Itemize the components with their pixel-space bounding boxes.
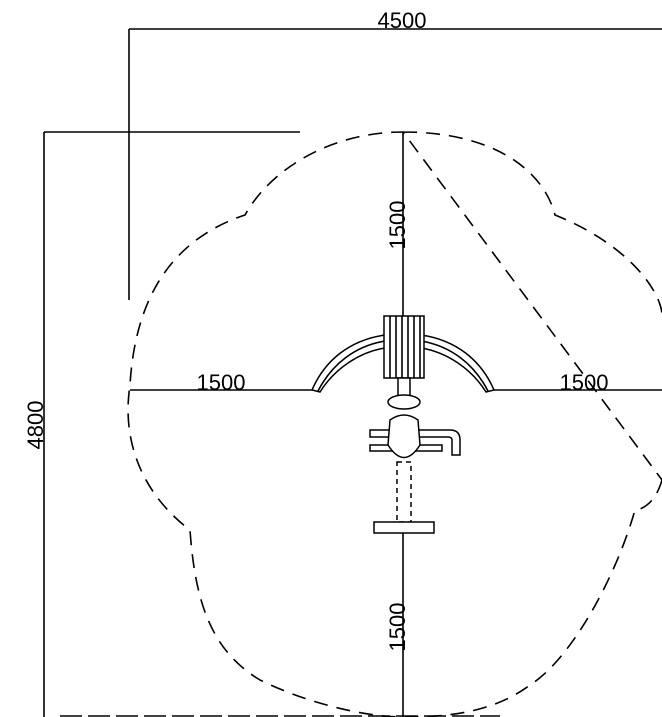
overall-height-dimension: 4800 bbox=[23, 131, 300, 717]
seat-disc bbox=[387, 394, 421, 410]
foot-column bbox=[396, 461, 412, 523]
radius-bottom-label: 1500 bbox=[385, 603, 410, 652]
radius-left-label: 1500 bbox=[197, 370, 246, 395]
overall-width-label: 4500 bbox=[378, 8, 427, 33]
safety-zone-outline bbox=[127, 131, 662, 717]
foot-plate bbox=[373, 521, 435, 534]
overall-width-dimension: 4500 bbox=[128, 8, 662, 300]
equipment-plan bbox=[310, 315, 496, 534]
overall-height-label: 4800 bbox=[23, 401, 48, 450]
left-arm bbox=[310, 334, 386, 393]
seat bbox=[387, 414, 421, 459]
radius-axes bbox=[130, 132, 662, 717]
radius-top-label: 1500 bbox=[385, 201, 410, 250]
right-arm bbox=[420, 334, 496, 393]
radius-right-label: 1500 bbox=[560, 370, 609, 395]
